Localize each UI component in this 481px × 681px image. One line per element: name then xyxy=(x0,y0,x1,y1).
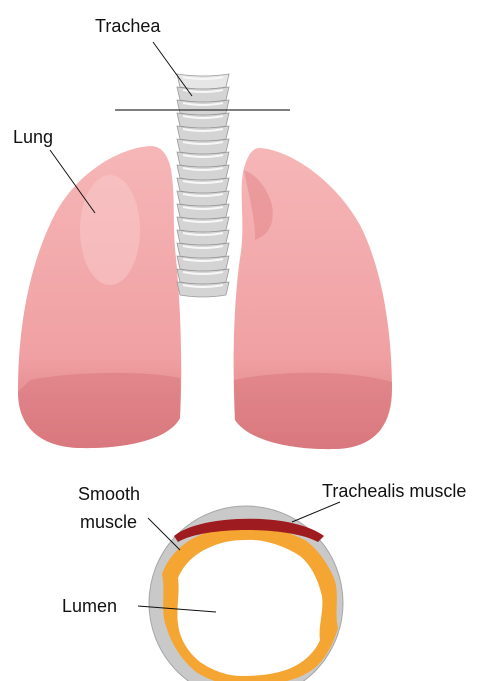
cartilage-ring-8 xyxy=(177,165,229,180)
cartilage-ring-9 xyxy=(177,178,229,193)
trachea-cross-section xyxy=(149,506,343,681)
cartilage-ring-12 xyxy=(177,217,229,232)
cartilage-ring-13 xyxy=(177,230,229,245)
cartilage-ring-17 xyxy=(177,282,229,297)
smooth-muscle-label-line2: muscle xyxy=(80,512,137,532)
smooth-muscle-label-line1: Smooth xyxy=(78,484,140,504)
trachealis-muscle-label: Trachealis muscle xyxy=(322,481,466,501)
trachea-leader-line xyxy=(153,42,192,96)
left-lung xyxy=(18,146,181,448)
cartilage-ring-14 xyxy=(177,243,229,258)
cartilage-ring-3 xyxy=(177,100,229,115)
lumen xyxy=(177,540,322,676)
cartilage-ring-15 xyxy=(177,256,229,271)
lung-label: Lung xyxy=(13,127,53,147)
trachea-label: Trachea xyxy=(95,16,161,36)
cartilage-ring-4 xyxy=(177,113,229,128)
cartilage-ring-6 xyxy=(177,139,229,154)
trachea xyxy=(177,74,229,297)
cartilage-ring-16 xyxy=(177,269,229,284)
trachealis-muscle-leader-line xyxy=(292,502,340,522)
cartilage-ring-5 xyxy=(177,126,229,141)
cartilage-ring-10 xyxy=(177,191,229,206)
cartilage-ring-11 xyxy=(177,204,229,219)
right-lung xyxy=(234,148,392,449)
lumen-label: Lumen xyxy=(62,596,117,616)
cartilage-ring-7 xyxy=(177,152,229,167)
cartilage-ring-2 xyxy=(177,87,229,102)
smooth-muscle-leader-line xyxy=(148,518,180,550)
